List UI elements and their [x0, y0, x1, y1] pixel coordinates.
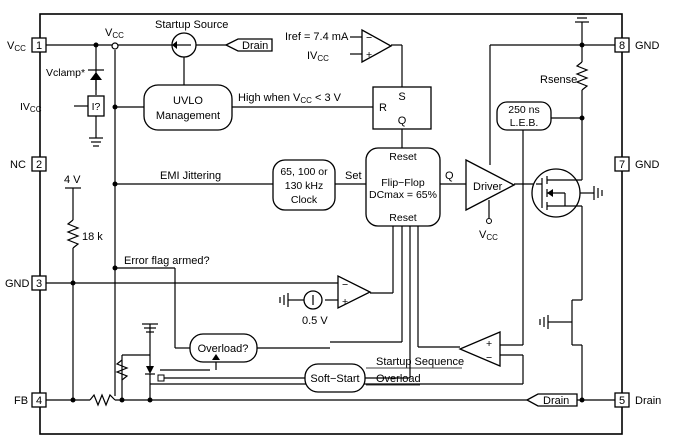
svg-text:Flip−Flop: Flip−Flop: [381, 177, 425, 189]
rsense-resistor: Rsense: [540, 61, 589, 91]
svg-text:R: R: [379, 102, 387, 114]
flip-flop-block: Reset Flip−Flop DCmax = 65% Reset: [365, 147, 441, 227]
svg-text:+: +: [366, 49, 372, 61]
clock-block: 65, 100 or 130 kHz Clock: [272, 159, 336, 211]
svg-text:+: +: [342, 296, 348, 308]
error-comparator: − +: [337, 274, 372, 310]
v4-label: 4 V: [64, 174, 81, 186]
error-flag-label: Error flag armed?: [124, 255, 210, 267]
softstart-block: Soft−Start: [304, 363, 366, 393]
iref-label: Iref = 7.4 mA: [285, 31, 349, 43]
svg-text:UVLO: UVLO: [173, 95, 203, 107]
svg-text:Management: Management: [156, 110, 220, 122]
pin-4: FB 4: [14, 392, 47, 408]
ff-set-label: Set: [345, 170, 362, 182]
svg-text:Drain: Drain: [242, 40, 268, 52]
svg-text:Clock: Clock: [291, 194, 318, 206]
pin-4-label: FB: [14, 395, 28, 407]
svg-text:Rsense: Rsense: [540, 74, 577, 86]
current-comparator: + −: [458, 331, 501, 367]
svg-text:S: S: [398, 91, 405, 103]
startup-source: Startup Source: [155, 19, 228, 58]
svg-text:Drain: Drain: [543, 395, 569, 407]
startup-source-label: Startup Source: [155, 19, 228, 31]
fb-resistor: [89, 393, 116, 407]
ivcc-top-label: IVCC: [307, 50, 329, 63]
svg-text:Overload?: Overload?: [198, 343, 249, 355]
ref-0v5-label: 0.5 V: [302, 315, 328, 327]
leb-block: 250 ns L.E.B.: [496, 101, 552, 131]
r18k-label: 18 k: [82, 231, 103, 243]
svg-text:250 ns: 250 ns: [508, 104, 540, 116]
pin-2-label: NC: [10, 159, 26, 171]
emi-jittering-label: EMI Jittering: [160, 170, 221, 182]
pin-1-label: VCC: [7, 40, 26, 53]
uvlo-block: UVLO Management: [143, 84, 233, 131]
pin-7-number: 7: [619, 159, 625, 171]
drain-tag-top: Drain: [224, 38, 273, 52]
ivcc-left-label: IVCC: [20, 101, 42, 114]
startup-sequence-label: Startup Sequence: [376, 356, 464, 368]
ground-symbol-top: [575, 13, 589, 23]
ref-0v5-source: 0.5 V: [279, 290, 328, 327]
overload-input-label: Overload: [376, 373, 421, 385]
ff-q-label: Q: [445, 170, 454, 182]
pin-2-number: 2: [36, 159, 42, 171]
pin-1-number: 1: [36, 40, 42, 52]
drain-tag-bottom: Drain: [525, 393, 578, 407]
high-when-label: High when VCC < 3 V: [238, 92, 342, 105]
svg-text:L.E.B.: L.E.B.: [510, 117, 539, 129]
driver-vcc-label: VCC: [479, 229, 498, 242]
overload-block: Overload?: [189, 333, 258, 363]
pin-5-label: Drain: [635, 395, 661, 407]
pin-3: GND 3: [5, 275, 47, 291]
vclamp-label: Vclamp*: [46, 67, 85, 79]
vclamp-zener: Vclamp*: [46, 67, 104, 90]
svg-text:65, 100 or: 65, 100 or: [280, 166, 328, 178]
wires: [46, 22, 615, 401]
svg-text:Soft−Start: Soft−Start: [310, 373, 359, 385]
isense-label: I?: [92, 101, 101, 113]
svg-text:−: −: [342, 279, 348, 291]
pin-5-number: 5: [619, 395, 625, 407]
svg-text:Reset: Reset: [389, 212, 417, 224]
vcc-node-label: VCC: [105, 27, 124, 40]
svg-text:−: −: [486, 352, 492, 364]
pin-4-number: 4: [36, 395, 42, 407]
startup-jfet: [539, 299, 582, 346]
pin-8-label: GND: [635, 40, 660, 52]
chip-outline: [39, 13, 623, 435]
svg-text:DCmax = 65%: DCmax = 65%: [369, 189, 437, 201]
svg-text:Reset: Reset: [389, 151, 417, 163]
pin-7-label: GND: [635, 159, 660, 171]
iref-comparator: − + Iref = 7.4 mA IVCC: [285, 28, 393, 64]
pin-8-number: 8: [619, 40, 625, 52]
pin-3-label: GND: [5, 278, 30, 290]
isense-block: I? IVCC: [20, 95, 105, 147]
pin-2: NC 2: [10, 156, 47, 172]
svg-text:+: +: [486, 338, 492, 350]
fb-clamp-network: [115, 323, 220, 384]
pin-8: 8 GND: [614, 37, 660, 53]
junction-dots: [70, 42, 585, 403]
svg-text:Driver: Driver: [473, 181, 503, 193]
pin-5: 5 Drain: [614, 392, 661, 408]
svg-text:Q: Q: [398, 115, 407, 127]
sr-latch: S R Q: [372, 86, 432, 130]
pin-3-number: 3: [36, 278, 42, 290]
pin-1: VCC 1: [7, 37, 47, 53]
svg-text:130 kHz: 130 kHz: [285, 180, 324, 192]
driver-block: Driver VCC: [465, 158, 516, 242]
pullup-18k: 4 V 18 k: [64, 174, 103, 249]
pin-7: 7 GND: [614, 156, 660, 172]
power-mosfet: [531, 168, 603, 218]
vcc-node: [111, 42, 119, 50]
svg-text:−: −: [366, 32, 372, 44]
